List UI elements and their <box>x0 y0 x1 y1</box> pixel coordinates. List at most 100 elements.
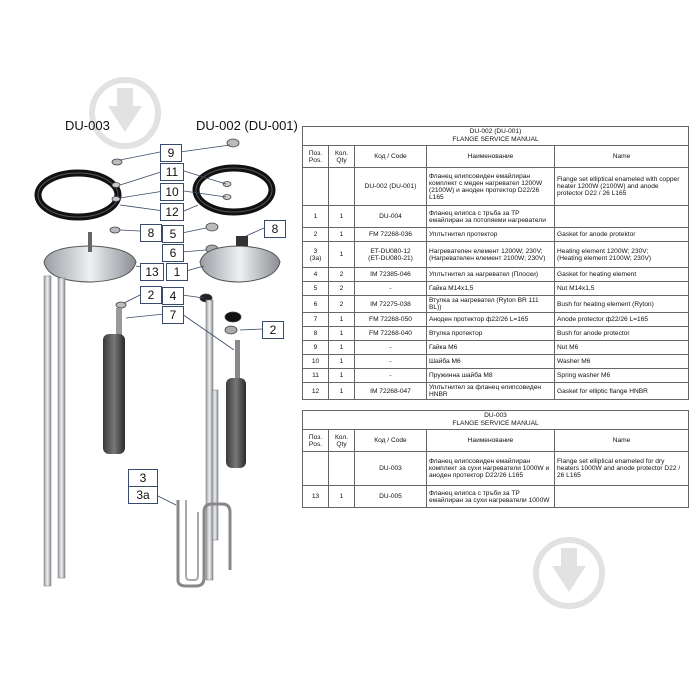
callout-10: 10 <box>160 183 184 201</box>
name-en-cell: Flange set elliptical enameled for dry h… <box>554 451 689 486</box>
pos-cell: 6 <box>302 295 329 313</box>
code-cell: IM 72268-047 <box>354 382 427 400</box>
table1-caption: DU-002 (DU-001) FLANGE SERVICE MANUAL <box>302 126 689 146</box>
name-bg-cell: Аноден протектор ф22/26 L=165 <box>426 312 555 327</box>
name-bg-cell: Фланец елипсовиден емайлиран комплект за… <box>426 451 555 486</box>
name-bg-cell: Фланец елипса с тръба за ТР емайлиран за… <box>426 205 555 228</box>
qty-cell: 1 <box>328 340 355 355</box>
col-header-name-en: Name <box>554 429 689 452</box>
name-bg-cell: Уплътнител за фланец елипсовиден HNBR <box>426 382 555 400</box>
name-en-cell: Bush for anode protector <box>554 326 689 341</box>
code-cell: FM 72268-040 <box>354 326 427 341</box>
callout-9: 9 <box>160 144 182 162</box>
table1-subtitle: FLANGE SERVICE MANUAL <box>452 136 539 143</box>
pos-cell: 8 <box>302 326 329 341</box>
pos-cell: 11 <box>302 368 329 383</box>
name-en-cell: Gasket for elliptic flange HNBR <box>554 382 689 400</box>
name-en-cell: Gasket for heating element <box>554 267 689 282</box>
watermark-icon <box>533 537 605 609</box>
callout-4: 4 <box>162 287 184 305</box>
code-cell: ET-DU080-12 (ET-DU080-21) <box>354 241 427 268</box>
code-cell: IM 72275-038 <box>354 295 427 313</box>
table2-title: DU-003 <box>484 412 507 419</box>
diagram-drawing <box>34 138 281 588</box>
code-cell: - <box>354 368 427 383</box>
name-en-cell: Heating element 1200W; 230V; (Heating el… <box>554 241 689 268</box>
callout-3a: 3a <box>128 486 158 504</box>
name-en-cell <box>554 485 689 508</box>
callout-13: 13 <box>140 263 164 281</box>
name-en-cell: Spring washer M6 <box>554 368 689 383</box>
col-header-pos: Поз. Pos. <box>302 429 329 452</box>
name-en-cell: Anode protector ф22/26 L=165 <box>554 312 689 327</box>
name-en-cell: Nut M6 <box>554 340 689 355</box>
exploded-diagram: DU-003 DU-002 (DU-001) <box>0 0 300 700</box>
col-header-name-bg: Наименование <box>426 145 555 168</box>
table1-header-row: Поз. Pos. Кол. Qty Код / Code Наименован… <box>302 145 689 168</box>
table2-caption: DU-003 FLANGE SERVICE MANUAL <box>302 410 689 430</box>
callout-7: 7 <box>162 306 184 324</box>
callout-1: 1 <box>166 263 188 281</box>
qty-cell: 1 <box>328 312 355 327</box>
name-en-cell: Bush for heating element (Ryton) <box>554 295 689 313</box>
callout-2-right: 2 <box>262 321 284 339</box>
qty-cell: 1 <box>328 205 355 228</box>
pos-cell: 1 <box>302 205 329 228</box>
pos-cell: 13 <box>302 485 329 508</box>
name-en-cell: Nut M14x1,5 <box>554 281 689 296</box>
du-002-title: DU-002 (DU-001) <box>196 118 298 133</box>
qty-cell: 2 <box>328 267 355 282</box>
name-bg-cell: Втулка протектор <box>426 326 555 341</box>
name-bg-cell: Нагревателен елемент 1200W; 230V; (Нагре… <box>426 241 555 268</box>
col-header-name-bg: Наименование <box>426 429 555 452</box>
callout-8-right: 8 <box>264 220 286 238</box>
du-003-title: DU-003 <box>65 118 110 133</box>
col-header-name-en: Name <box>554 145 689 168</box>
table2-header-row: Поз. Pos. Кол. Qty Код / Code Наименован… <box>302 429 689 452</box>
callout-8-left: 8 <box>140 224 162 242</box>
name-en-cell <box>554 205 689 228</box>
pos-cell: 7 <box>302 312 329 327</box>
qty-cell <box>328 167 355 206</box>
pos-cell: 9 <box>302 340 329 355</box>
qty-cell: 1 <box>328 326 355 341</box>
watermark-icon <box>89 77 161 149</box>
code-cell: IM 72385-046 <box>354 267 427 282</box>
name-bg-cell: Гайка M14x1,5 <box>426 281 555 296</box>
name-bg-cell: Фланец елипса с тръби за ТР емайлиран за… <box>426 485 555 508</box>
code-cell: DU-004 <box>354 205 427 228</box>
code-cell: DU-005 <box>354 485 427 508</box>
qty-cell: 1 <box>328 354 355 369</box>
code-cell: DU-002 (DU-001) <box>354 167 427 206</box>
name-bg-cell: Уплътнител за нагревател (Плоски) <box>426 267 555 282</box>
code-cell: - <box>354 340 427 355</box>
qty-cell: 1 <box>328 485 355 508</box>
qty-cell: 1 <box>328 227 355 242</box>
name-bg-cell: Шайба M6 <box>426 354 555 369</box>
qty-cell: 1 <box>328 241 355 268</box>
qty-cell: 2 <box>328 295 355 313</box>
code-cell: - <box>354 354 427 369</box>
callout-6: 6 <box>162 244 184 262</box>
qty-cell: 2 <box>328 281 355 296</box>
name-bg-cell: Фланец елипсовиден емайлиран комплект с … <box>426 167 555 206</box>
table1-title: DU-002 (DU-001) <box>469 128 522 135</box>
table1-body: DU-002 (DU-001)Фланец елипсовиден емайли… <box>302 167 689 400</box>
code-cell: FM 72268-050 <box>354 312 427 327</box>
pos-cell: 12 <box>302 382 329 400</box>
name-bg-cell: Втулка за нагревател (Ryton BR 111 BL)) <box>426 295 555 313</box>
callout-12: 12 <box>160 203 184 221</box>
code-cell: - <box>354 281 427 296</box>
pos-cell: 4 <box>302 267 329 282</box>
col-header-pos: Поз. Pos. <box>302 145 329 168</box>
col-header-qty: Кол. Qty <box>328 429 355 452</box>
